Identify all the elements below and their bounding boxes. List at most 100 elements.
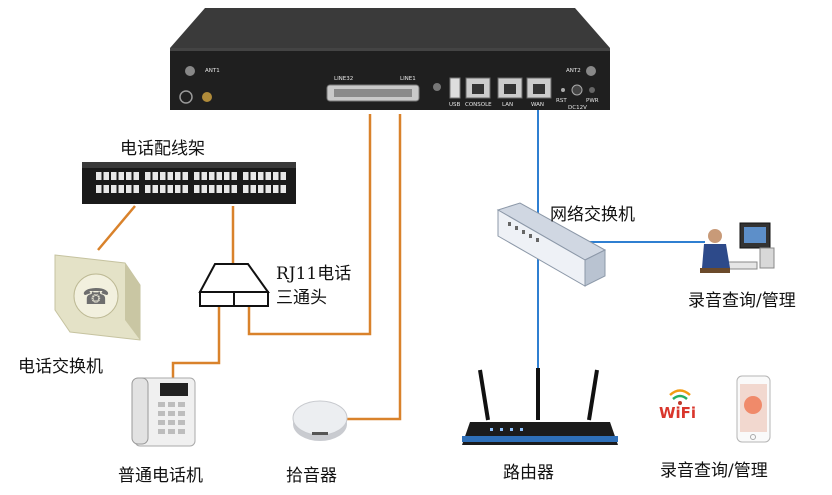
patch-port xyxy=(103,172,109,180)
network-switch xyxy=(496,202,607,287)
patch-port xyxy=(258,185,264,193)
label-recording-mobile: 录音查询/管理 xyxy=(660,461,768,481)
label-rj11-line2: 三通头 xyxy=(276,288,327,308)
usb-port xyxy=(449,77,461,99)
port-label-ant2: ANT2 xyxy=(566,68,581,74)
patch-port xyxy=(175,185,181,193)
port-label-wan: WAN xyxy=(531,102,544,108)
patch-port xyxy=(145,172,151,180)
patch-port xyxy=(96,172,102,180)
label-recording-pc: 录音查询/管理 xyxy=(688,291,796,311)
port-label-line1: LINE1 xyxy=(400,76,416,82)
label-pickup: 拾音器 xyxy=(286,466,337,486)
port-label-lan: LAN xyxy=(502,102,513,108)
line-patch-to-pbx xyxy=(97,205,136,251)
patch-port xyxy=(201,185,207,193)
label-phone: 普通电话机 xyxy=(118,466,203,486)
patch-port xyxy=(280,185,286,193)
wifi-logo: WiFi xyxy=(659,389,696,422)
patch-port xyxy=(216,172,222,180)
patch-port xyxy=(243,172,249,180)
wifi-router xyxy=(462,368,618,445)
port-label-dc12v: DC12V xyxy=(568,105,587,111)
patch-port xyxy=(182,172,188,180)
phone-key xyxy=(168,411,175,416)
line-splitter-to-line32 xyxy=(247,114,372,336)
wifi-text: WiFi xyxy=(659,404,696,422)
patch-port xyxy=(209,172,215,180)
patch-port xyxy=(111,172,117,180)
port-label-line32: LINE32 xyxy=(334,76,353,82)
patch-port xyxy=(265,185,271,193)
phone-key xyxy=(178,402,185,407)
patch-port xyxy=(126,172,132,180)
patch-port xyxy=(280,172,286,180)
patch-port xyxy=(96,185,102,193)
patch-port xyxy=(231,172,237,180)
label-rj11-line1: RJ11电话 xyxy=(276,264,352,284)
patch-port xyxy=(175,172,181,180)
label-network-switch: 网络交换机 xyxy=(550,205,635,225)
patch-port xyxy=(273,185,279,193)
screw-icon xyxy=(586,66,596,76)
phone-key xyxy=(178,411,185,416)
phone-key xyxy=(158,420,165,425)
desk-phone xyxy=(131,377,196,447)
patch-panel xyxy=(82,162,296,204)
pickup-microphone xyxy=(292,400,348,441)
patch-port xyxy=(152,172,158,180)
power-led-icon xyxy=(589,87,595,93)
patch-port xyxy=(133,172,139,180)
phone-handset-icon: ☎ xyxy=(82,285,109,310)
audio-jack-icon xyxy=(433,83,441,91)
pbx-device: ☎ xyxy=(54,254,141,341)
reset-button-icon xyxy=(561,88,565,92)
patch-port xyxy=(250,185,256,193)
label-router: 路由器 xyxy=(503,463,554,483)
patch-port xyxy=(111,185,117,193)
line-pickup-to-line1 xyxy=(344,114,402,421)
patch-port xyxy=(209,185,215,193)
port-label-rst: RST xyxy=(556,98,567,104)
patch-port xyxy=(160,172,166,180)
patch-port xyxy=(265,172,271,180)
patch-port xyxy=(133,185,139,193)
line-splitter-to-phone xyxy=(171,306,221,380)
patch-port xyxy=(273,172,279,180)
patch-port xyxy=(224,172,230,180)
port-label-pwr: PWR xyxy=(586,98,599,104)
patch-port xyxy=(243,185,249,193)
patch-port xyxy=(194,185,200,193)
patch-port xyxy=(216,185,222,193)
patch-port xyxy=(167,185,173,193)
patch-port xyxy=(194,172,200,180)
phone-key xyxy=(168,402,175,407)
patch-port xyxy=(167,172,173,180)
phone-key xyxy=(158,402,165,407)
patch-port xyxy=(126,185,132,193)
rj11-splitter xyxy=(198,263,270,307)
port-label-ant1: ANT1 xyxy=(205,68,220,74)
patch-port xyxy=(152,185,158,193)
pc-operator xyxy=(700,222,775,273)
patch-port xyxy=(182,185,188,193)
patch-port xyxy=(118,172,124,180)
patch-port xyxy=(201,172,207,180)
patch-port xyxy=(118,185,124,193)
connection-lines xyxy=(97,110,705,421)
phone-key xyxy=(168,429,175,434)
phone-key xyxy=(178,420,185,425)
smartphone xyxy=(736,375,771,443)
ground-icon xyxy=(179,90,193,104)
phone-key xyxy=(168,420,175,425)
antenna-connector-icon xyxy=(202,92,212,102)
port-label-console: CONSOLE xyxy=(465,102,492,108)
port-label-usb: USB xyxy=(449,102,461,108)
label-pbx: 电话交换机 xyxy=(18,357,103,377)
recording-gateway-device: ANT1 ANT2 LINE32 LINE1 USB CONSOLE LAN W… xyxy=(170,8,610,111)
screw-icon xyxy=(185,66,195,76)
phone-key xyxy=(158,429,165,434)
patch-port xyxy=(250,172,256,180)
